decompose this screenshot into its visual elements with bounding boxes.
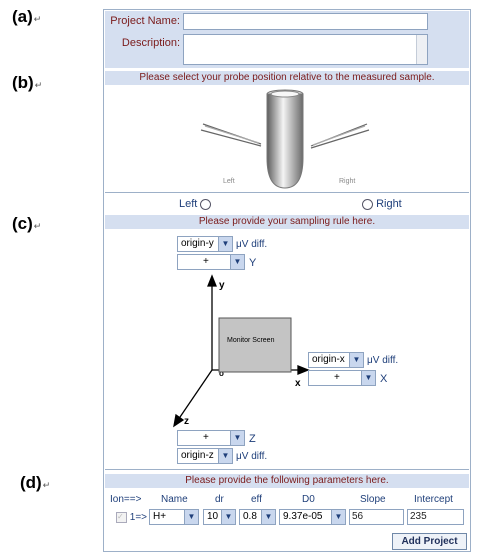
- radio-left[interactable]: Left: [179, 198, 212, 210]
- chevron-down-icon: ▼: [218, 449, 232, 463]
- chevron-down-icon: ▼: [361, 371, 375, 385]
- chevron-down-icon: ▼: [184, 510, 198, 524]
- sampling-instruction-bar: Please provide your sampling rule here.: [105, 215, 469, 229]
- radio-left-label: Left: [179, 198, 198, 210]
- y-diff-unit: μV diff.: [236, 239, 268, 250]
- axis-diagram: y x z o Monitor Screen: [173, 274, 310, 428]
- monitor-screen-label: Monitor Screen: [227, 337, 275, 344]
- x-origin-select[interactable]: origin-x▼: [308, 352, 364, 368]
- col-dr: dr: [215, 494, 224, 505]
- origin-mark: o: [219, 369, 224, 378]
- radio-right-button[interactable]: [362, 198, 373, 210]
- y-origin-select[interactable]: origin-y▼: [177, 236, 233, 252]
- axis-z-label: z: [184, 416, 189, 427]
- section-label-a: (a)↵: [12, 7, 42, 26]
- x-sign-select[interactable]: +▼: [308, 370, 376, 386]
- chevron-down-icon: ▼: [331, 510, 345, 524]
- ion-name-select[interactable]: H+▼: [149, 509, 199, 525]
- project-name-label: Project Name:: [110, 15, 180, 27]
- col-intercept: Intercept: [414, 494, 453, 505]
- description-label: Description:: [121, 37, 180, 49]
- right-probe-icon: [310, 123, 370, 149]
- radio-right[interactable]: Right: [362, 198, 402, 210]
- add-project-button[interactable]: Add Project: [392, 533, 467, 550]
- y-arrow-icon: [207, 274, 217, 287]
- left-probe-icon: [200, 123, 262, 147]
- ion-checkbox[interactable]: ✓: [116, 512, 127, 523]
- x-arrow-icon: [297, 365, 310, 375]
- radio-right-label: Right: [376, 198, 402, 210]
- radio-left-button[interactable]: [200, 198, 212, 210]
- chevron-down-icon: ▼: [218, 237, 232, 251]
- axis-y-label: y: [219, 280, 225, 291]
- monitor-screen-rect: [218, 317, 292, 373]
- z-sign-select[interactable]: +▼: [177, 430, 245, 446]
- chevron-down-icon: ▼: [230, 431, 244, 445]
- probe-instruction-bar: Please select your probe position relati…: [105, 71, 469, 85]
- intercept-input[interactable]: 235: [407, 509, 464, 525]
- axis-x-label: x: [295, 378, 301, 389]
- project-form-panel: Project Name: Description: Please select…: [103, 9, 471, 552]
- chevron-down-icon: ▼: [230, 255, 244, 269]
- section-label-c: (c)↵: [12, 214, 42, 233]
- probe-right-caption: Right: [339, 178, 355, 185]
- x-axis-unit: X: [380, 373, 388, 385]
- project-name-input[interactable]: [183, 13, 428, 30]
- probe-left-caption: Left: [223, 178, 235, 185]
- col-name: Name: [161, 494, 188, 505]
- eff-select[interactable]: 0.8▼: [239, 509, 276, 525]
- y-sign-select[interactable]: +▼: [177, 254, 245, 270]
- col-ion: Ion==>: [110, 494, 142, 505]
- x-diff-unit: μV diff.: [367, 355, 399, 366]
- slope-input[interactable]: 56: [349, 509, 404, 525]
- z-arrow-icon: [173, 413, 185, 428]
- z-origin-select[interactable]: origin-z▼: [177, 448, 233, 464]
- col-slope: Slope: [360, 494, 386, 505]
- section-label-d: (d)↵: [20, 473, 51, 492]
- description-scrollbar[interactable]: [416, 35, 427, 64]
- ion-row-label: ✓ 1=>: [116, 512, 148, 524]
- chevron-down-icon: ▼: [261, 510, 275, 524]
- col-eff: eff: [251, 494, 262, 505]
- sample-tube-icon: [266, 89, 304, 189]
- z-axis-unit: Z: [249, 433, 256, 445]
- z-diff-unit: μV diff.: [236, 451, 268, 462]
- d0-select[interactable]: 9.37e-05▼: [279, 509, 346, 525]
- probe-illustration: Left Right: [200, 89, 370, 189]
- chevron-down-icon: ▼: [349, 353, 363, 367]
- divider: [105, 192, 469, 193]
- dr-select[interactable]: 10▼: [203, 509, 236, 525]
- description-textarea[interactable]: [183, 34, 428, 65]
- params-instruction-bar: Please provide the following parameters …: [105, 474, 469, 488]
- y-axis-unit: Y: [249, 257, 257, 269]
- section-label-b: (b)↵: [12, 73, 43, 92]
- col-d0: D0: [302, 494, 315, 505]
- divider: [105, 469, 469, 470]
- chevron-down-icon: ▼: [221, 510, 235, 524]
- z-axis-line: [177, 369, 213, 421]
